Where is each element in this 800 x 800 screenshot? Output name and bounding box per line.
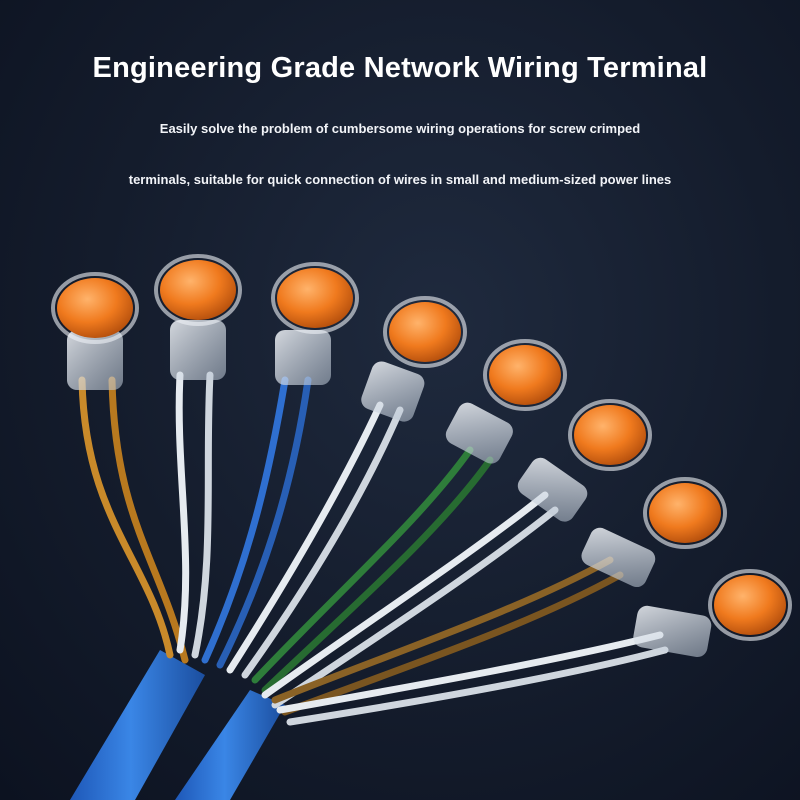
wire-orange-b <box>108 376 189 664</box>
connector-body <box>67 330 123 390</box>
cable-jackets <box>70 650 285 800</box>
cable-jacket-right <box>175 690 285 800</box>
connector-8 <box>633 569 792 658</box>
wire-green-a <box>251 446 474 684</box>
connector-3 <box>271 262 359 385</box>
connector-body <box>361 361 425 422</box>
connector-cap <box>277 268 353 328</box>
connector-2 <box>154 254 242 380</box>
connector-7 <box>581 477 727 588</box>
connector-body <box>633 605 712 658</box>
subtitle-line-1: Easily solve the problem of cumbersome w… <box>159 121 641 136</box>
connector-cap <box>649 483 721 543</box>
wire-blue-b <box>216 376 312 669</box>
wire-white-g <box>276 631 664 714</box>
connectors <box>51 254 792 658</box>
connector-cap <box>489 345 561 405</box>
connector-cap <box>389 302 461 362</box>
subtitle-line-2: terminals, suitable for quick connection… <box>128 172 672 187</box>
wire-white-e <box>261 491 549 699</box>
connector-cap <box>574 405 646 465</box>
wires <box>78 371 669 726</box>
cable-jacket-left <box>70 650 205 800</box>
connector-body <box>581 527 656 588</box>
wire-white-c <box>226 401 384 674</box>
connector-5 <box>445 339 567 464</box>
wire-brown-b <box>281 571 624 716</box>
page-title: Engineering Grade Network Wiring Termina… <box>92 52 708 84</box>
wire-white-d <box>241 406 404 679</box>
connector-body <box>170 320 226 380</box>
connector-body <box>275 330 331 385</box>
connector-4 <box>361 296 467 422</box>
wire-blue-a <box>201 376 289 664</box>
connector-6 <box>517 399 652 522</box>
wire-white-f <box>271 506 559 709</box>
connector-cap <box>57 278 133 338</box>
wire-brown-a <box>271 556 614 704</box>
wire-white-b <box>191 371 214 659</box>
connector-1 <box>51 272 139 390</box>
wire-orange-a <box>78 376 174 659</box>
connector-cap <box>714 575 786 635</box>
connector-body <box>445 402 513 464</box>
connector-cap <box>160 260 236 320</box>
wire-green-b <box>261 456 494 694</box>
wire-white-h <box>286 646 669 726</box>
connector-body <box>517 457 588 522</box>
wire-white-a <box>175 371 190 654</box>
